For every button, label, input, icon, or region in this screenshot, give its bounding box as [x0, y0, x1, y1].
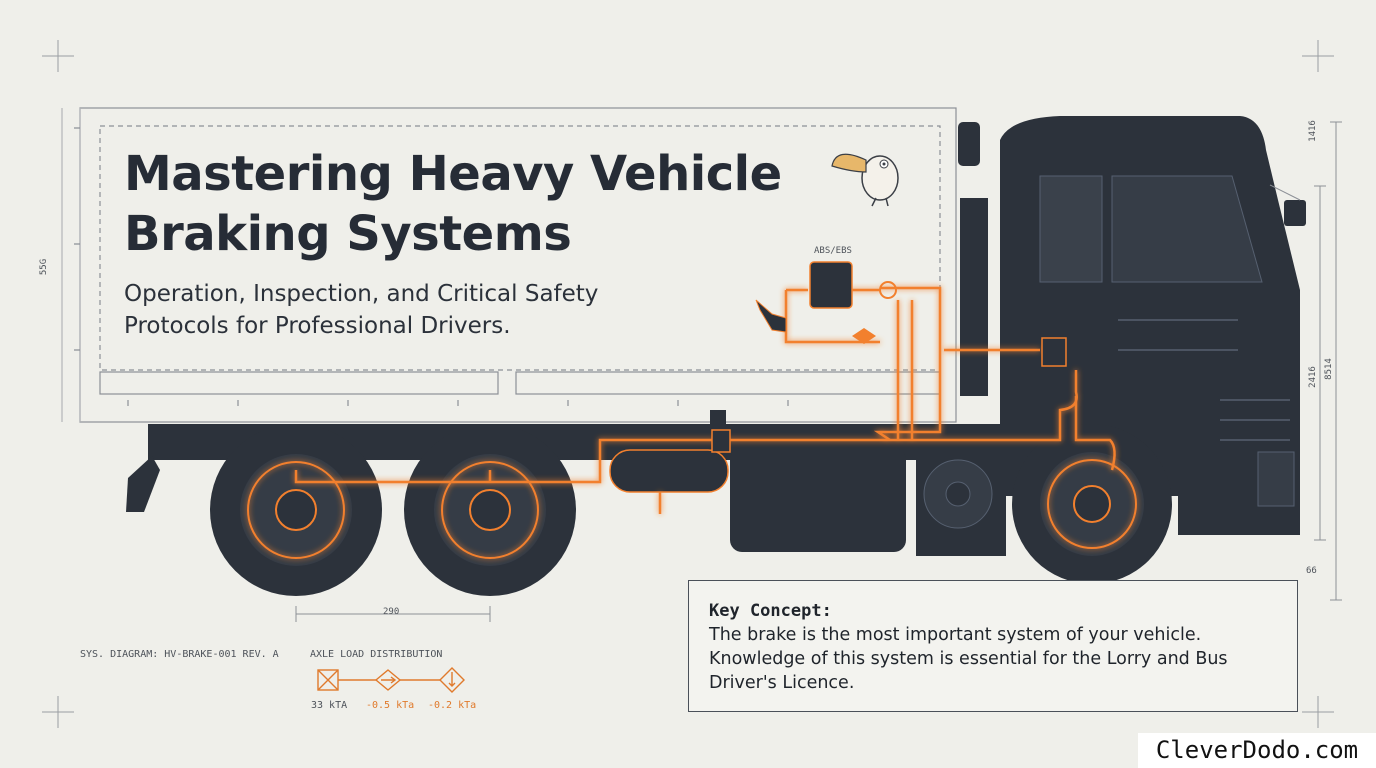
abs-ebs-module-icon [711, 261, 1067, 453]
trailer-box [61, 107, 957, 423]
axle-load-value: -0.5 kTa [366, 700, 415, 711]
system-diagram-id: SYS. DIAGRAM: HV-BRAKE-001 REV. A [80, 649, 279, 660]
axle-load-icons [317, 667, 465, 693]
dimension-right-bottom: 66 [1306, 566, 1317, 576]
dimension-left-height: 55G [39, 258, 50, 276]
axle-load-title: AXLE LOAD DISTRIBUTION [310, 649, 443, 660]
dimension-right-cab-a: 2416 [1307, 366, 1318, 388]
key-concept-title: Key Concept: [709, 601, 832, 621]
dimension-wheelbase: 290 [383, 607, 400, 617]
dodo-mascot-icon [831, 153, 899, 207]
brand-watermark: CleverDodo.com [1138, 733, 1376, 768]
key-concept-text: The brake is the most important system o… [709, 625, 1228, 693]
axle-load-value: 33 kTA [311, 700, 348, 711]
dimension-right-top: 1416 [1307, 120, 1318, 142]
abs-ebs-label: ABS/EBS [814, 246, 852, 256]
axle-load-value: -0.2 kTa [428, 700, 477, 711]
dimension-right-cab-b: 8514 [1323, 358, 1334, 380]
dimension-lines [295, 121, 1342, 622]
page-subtitle: Operation, Inspection, and Critical Safe… [124, 281, 599, 339]
page-title: Mastering Heavy Vehicle Braking Systems [124, 146, 782, 262]
key-concept-box: Key Concept: The brake is the most impor… [688, 580, 1298, 712]
registration-marks [42, 40, 1334, 728]
